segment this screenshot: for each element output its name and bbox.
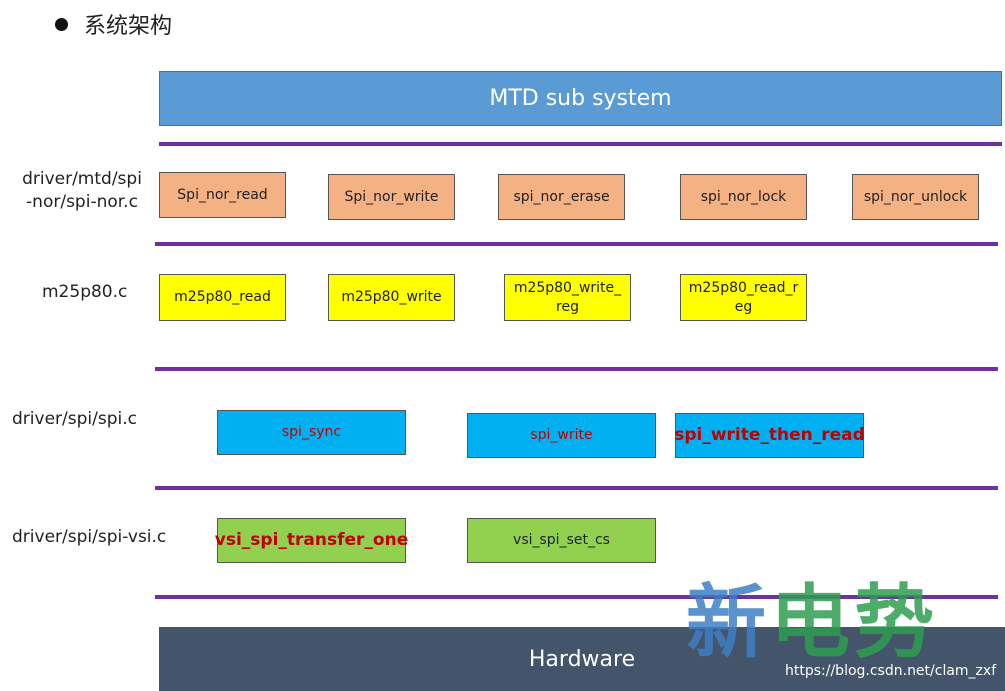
func-box-spi-nor-erase: spi_nor_erase xyxy=(498,174,625,220)
layer-label-m25p80: m25p80.c xyxy=(42,282,128,302)
section-heading: 系统架构 xyxy=(55,8,172,40)
watermark-char: 电 xyxy=(770,576,854,669)
layer-separator xyxy=(159,142,1002,146)
bullet-icon xyxy=(55,17,68,31)
layer-separator xyxy=(155,486,998,490)
func-box-m25p80-write-reg: m25p80_write_ reg xyxy=(504,274,631,321)
func-box-vsi-spi-transfer-one: vsi_spi_transfer_one xyxy=(215,518,408,563)
layer-label-spi-vsi: driver/spi/spi-vsi.c xyxy=(12,527,167,547)
func-box-vsi-spi-set-cs: vsi_spi_set_cs xyxy=(467,518,656,563)
func-box-spi-write: spi_write xyxy=(467,413,656,458)
watermark-url: https://blog.csdn.net/clam_zxf xyxy=(785,663,997,679)
watermark-logo: 新电势 xyxy=(686,558,938,674)
layer-label-spi: driver/spi/spi.c xyxy=(12,409,137,429)
hardware-label: Hardware xyxy=(528,646,636,672)
layer-label-spi-nor: driver/mtd/spi -nor/spi-nor.c xyxy=(22,169,142,212)
func-box-m25p80-write: m25p80_write xyxy=(328,274,455,321)
heading-text: 系统架构 xyxy=(84,14,173,39)
func-box-spi-nor-lock: spi_nor_lock xyxy=(680,174,807,220)
func-box-spi-sync: spi_sync xyxy=(217,410,406,455)
watermark-char: 势 xyxy=(854,576,938,669)
func-box-m25p80-read: m25p80_read xyxy=(159,274,286,321)
mtd-label: MTD sub system xyxy=(489,86,672,111)
func-box-spi-nor-read: Spi_nor_read xyxy=(159,172,286,218)
hardware-block: Hardware xyxy=(159,627,1005,691)
func-box-spi-nor-unlock: spi_nor_unlock xyxy=(852,174,979,220)
layer-separator xyxy=(155,595,998,599)
func-box-spi-write-then-read: spi_write_then_read xyxy=(674,413,865,458)
mtd-subsystem-block: MTD sub system xyxy=(159,71,1002,126)
watermark-char: 新 xyxy=(686,576,770,669)
layer-separator xyxy=(155,367,998,371)
func-box-spi-nor-write: Spi_nor_write xyxy=(328,174,455,220)
layer-separator xyxy=(155,242,998,246)
func-box-m25p80-read-reg: m25p80_read_r eg xyxy=(680,274,807,321)
